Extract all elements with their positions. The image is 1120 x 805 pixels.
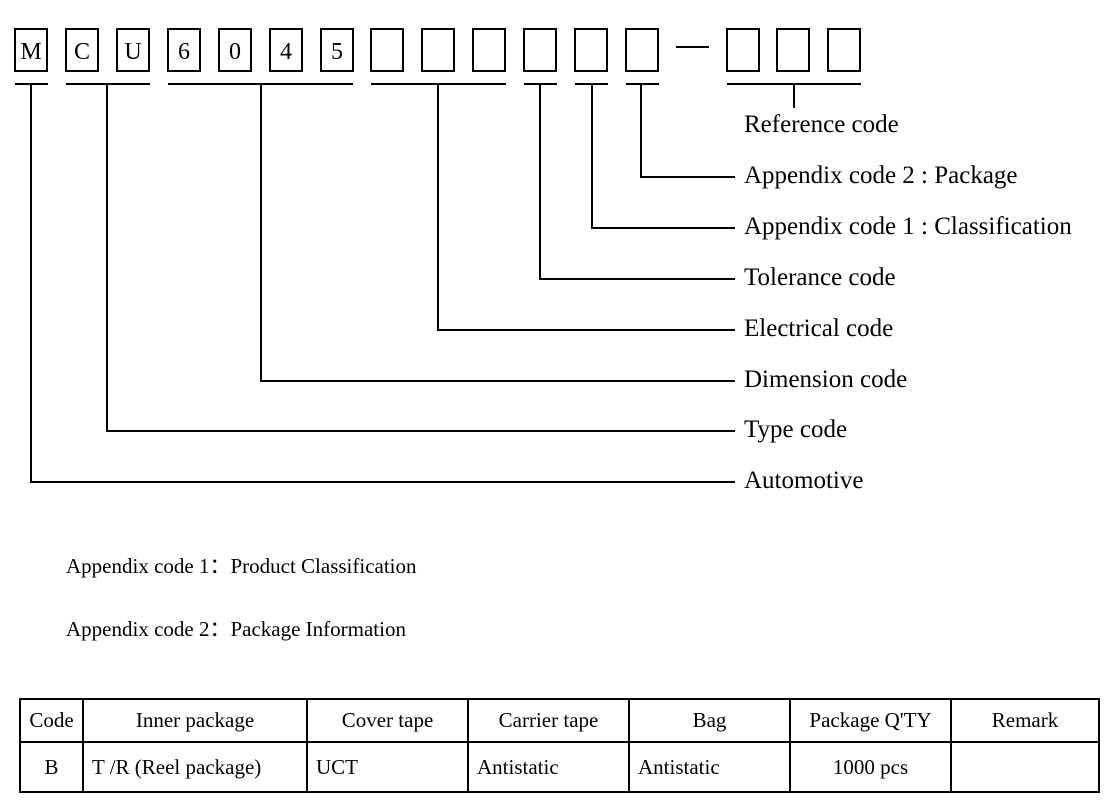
code-box-u-3 [116,28,150,72]
type-code-label: Type code [744,416,847,443]
code-char-4: 4 [280,39,292,65]
header-remark: Remark [950,698,1100,743]
electrical-leader [437,84,735,331]
code-boxes: M C U 6 0 4 5 [14,28,861,72]
header-bag: Bag [628,698,791,743]
tolerance-leader [539,84,735,280]
blank-code-box-3 [472,28,506,72]
cell-inner-package: T /R (Reel package) [82,741,308,793]
code-char-u: U [124,39,141,65]
table-header-row: Code Inner package Cover tape Carrier ta… [19,698,1100,743]
header-inner-package: Inner package [82,698,308,743]
cell-remark [950,741,1100,793]
leader-lines [30,84,795,483]
code-char-c: C [74,39,90,65]
cell-package-qty: 1000 pcs [789,741,952,793]
code-char-0: 0 [229,39,241,65]
header-code: Code [19,698,84,743]
appendix-code-2-label: Appendix code 2 : Package [744,162,1018,189]
automotive-leader [30,84,735,483]
dimension-code-label: Dimension code [744,366,907,393]
cell-code: B [19,741,84,793]
blank-code-box-4 [523,28,557,72]
blank-code-box-6 [625,28,659,72]
appendix-1-note: Appendix code 1：Product Classification [66,554,417,578]
electrical-code-label: Electrical code [744,315,893,342]
type-leader [106,84,735,432]
table-row: B T /R (Reel package) UCT Antistatic Ant… [19,741,1100,793]
header-carrier-tape: Carrier tape [467,698,630,743]
automotive-label: Automotive [744,467,863,494]
blank-code-box-2 [421,28,455,72]
reference-code-box-3 [827,28,861,72]
code-box-4-6 [269,28,303,72]
code-box-m-1 [14,28,48,72]
dimension-leader [260,84,735,382]
code-box-5-7 [320,28,354,72]
reference-code-box-1 [726,28,760,72]
package-info-table: Code Inner package Cover tape Carrier ta… [19,698,1100,793]
code-box-c-2 [65,28,99,72]
appendix-1-leader [591,84,735,229]
header-cover-tape: Cover tape [306,698,469,743]
appendix-2-leader [640,84,735,178]
cell-carrier-tape: Antistatic [467,741,630,793]
blank-code-box-5 [574,28,608,72]
tolerance-code-label: Tolerance code [744,264,896,291]
reference-code-box-2 [776,28,810,72]
header-package-qty: Package Q'TY [789,698,952,743]
blank-code-box-1 [370,28,404,72]
code-char-5: 5 [331,39,343,65]
reference-code-label: Reference code [744,111,899,138]
cell-bag: Antistatic [628,741,791,793]
code-box-6-4 [167,28,201,72]
code-char-6: 6 [178,39,190,65]
appendix-code-1-label: Appendix code 1 : Classification [744,213,1072,240]
appendix-2-note: Appendix code 2：Package Information [66,617,406,641]
code-box-0-5 [218,28,252,72]
cell-cover-tape: UCT [306,741,469,793]
code-char-m: M [20,39,41,65]
